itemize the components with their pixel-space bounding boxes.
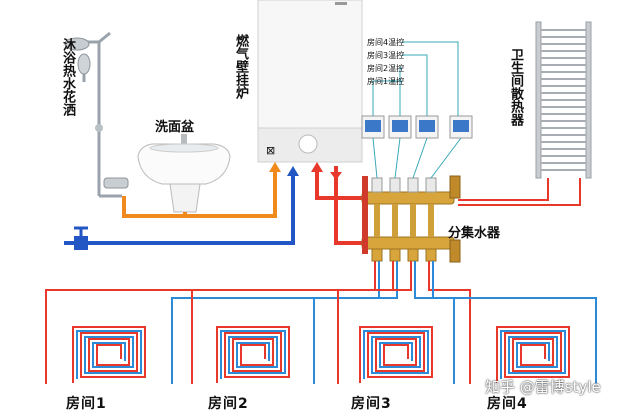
shower-fixture [82, 31, 122, 198]
floor-loop-coil-return [500, 330, 566, 379]
loop-supply-line [428, 261, 471, 384]
floor-loop-coil [496, 326, 570, 383]
floor-heating-loops [45, 261, 597, 384]
manifold-valve-cap [389, 177, 401, 193]
thermostat-label-room4: 房间4温控 [367, 38, 405, 47]
control-wire [402, 54, 428, 116]
loop-return-line [313, 261, 398, 384]
hand-shower [77, 53, 91, 75]
room-label-3: 房间3 [351, 396, 392, 412]
basin-pedestal [169, 183, 201, 213]
loop-return-line [171, 261, 380, 384]
manifold-valve-cap [407, 177, 419, 193]
thermostat-screen [392, 120, 408, 132]
shower-head [64, 37, 90, 51]
floor-loop-coil-return [363, 330, 429, 379]
manifold-port [392, 204, 398, 237]
boiler-badge: ⊠ [266, 144, 276, 157]
loop-return-line [432, 261, 597, 384]
loop-supply-line [45, 261, 376, 384]
control-wire [402, 41, 459, 116]
manifold-outlet [407, 248, 419, 262]
towel-radiator [535, 21, 592, 179]
cold-water-valve [74, 226, 88, 250]
manifold-valve-cap [371, 177, 383, 193]
loop-supply-line [191, 261, 394, 384]
control-wire [399, 67, 402, 116]
basin-label: 洗面盆 [155, 120, 195, 135]
manifold-port [428, 204, 434, 237]
control-wire [372, 80, 402, 116]
heating-return-pipe [334, 166, 368, 245]
thermostat-screen [453, 120, 469, 132]
thermostat-label-room3: 房间3温控 [367, 51, 405, 60]
watermark: 知乎 @雷博style [485, 378, 601, 396]
radiator-return-pipe [458, 178, 581, 206]
thermostat-label-room2: 房间2温控 [367, 64, 405, 73]
valve-wire [372, 137, 378, 179]
thermostat-screen [419, 120, 435, 132]
shower-slider [95, 124, 103, 132]
heating-flow-arrow [311, 162, 323, 172]
hot-water-arrow [269, 162, 281, 172]
floor-loop-coil [359, 326, 433, 383]
loop-supply-line [337, 261, 412, 384]
thermostat-label-room1: 房间1温控 [367, 77, 405, 86]
thermostat-group [361, 115, 473, 139]
boiler-dial [298, 134, 318, 154]
floor-loop-coil [216, 326, 290, 383]
boiler-label: 燃气壁挂炉 [233, 34, 248, 99]
cold-water-arrow [287, 166, 299, 176]
manifold-port [374, 204, 380, 237]
thermostat-wires [372, 41, 462, 179]
floor-loop-coil-return [220, 330, 286, 379]
valve-wire [430, 137, 462, 179]
manifold-outlet [371, 248, 383, 262]
boiler-logo [335, 2, 347, 5]
manifold [361, 175, 461, 263]
room-label-4: 房间4 [487, 396, 528, 412]
cold-water-pipe [64, 170, 295, 245]
manifold-port [410, 204, 416, 237]
basin-bowl [137, 143, 231, 185]
shower-label: 沐浴热水花洒 [60, 38, 75, 116]
room-label-2: 房间2 [208, 396, 249, 412]
floor-loop-coil [72, 326, 146, 383]
valve-wire [412, 137, 428, 179]
room-label-1: 房间1 [66, 396, 107, 412]
manifold-outlet [425, 248, 437, 262]
manifold-valve-cap [425, 177, 437, 193]
heating-return-arrow [330, 172, 342, 180]
radiator-label: 卫生间散热器 [508, 48, 523, 126]
radiator-supply-pipe [458, 178, 549, 201]
hot-water-pipe [122, 170, 277, 218]
thermostat-screen [365, 120, 381, 132]
valve-wire [394, 137, 401, 179]
shower-valve [103, 177, 129, 189]
heating-flow-pipe [315, 170, 368, 200]
manifold-label: 分集水器 [448, 226, 501, 241]
manifold-outlet [389, 248, 401, 262]
floor-loop-coil-return [76, 330, 142, 379]
basin-rim [149, 143, 219, 153]
basin-faucet [181, 134, 187, 144]
